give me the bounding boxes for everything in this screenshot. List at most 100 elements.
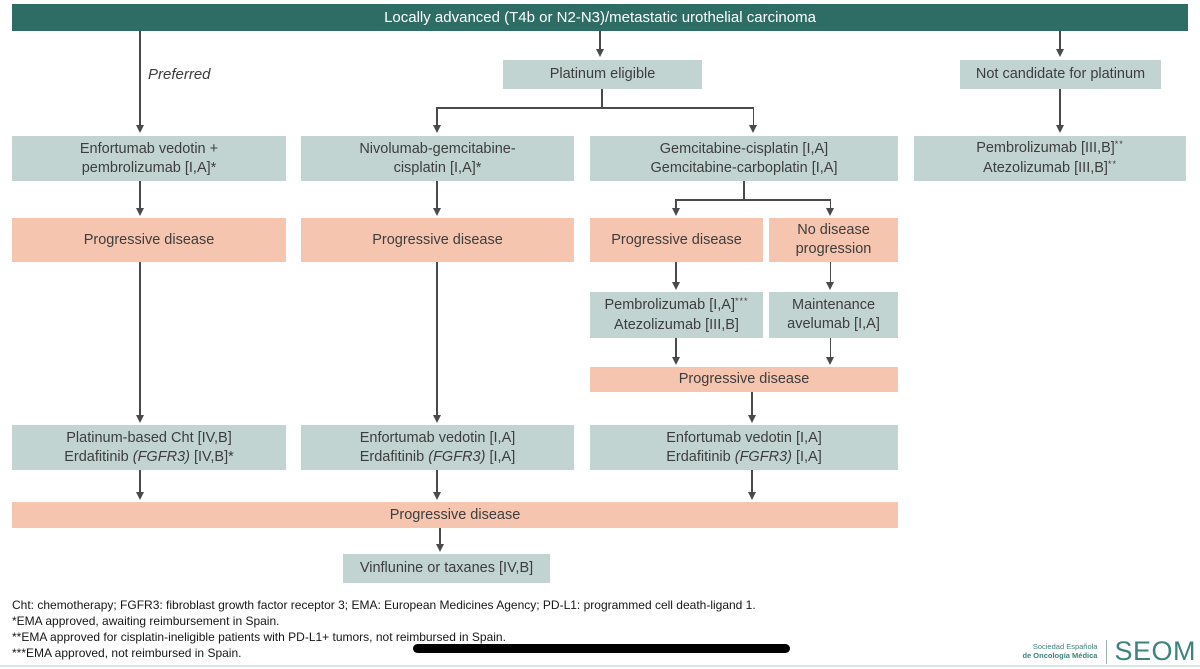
arrow-line-gemcis-prog xyxy=(675,199,677,209)
node-maintenance-avelumab: Maintenance avelumab [I,A] xyxy=(769,292,898,338)
node-progressive-disease-c: Progressive disease xyxy=(590,218,763,262)
bottom-rule xyxy=(0,665,1200,667)
node-text: Erdafitinib xyxy=(666,448,735,465)
superscript: ** xyxy=(1107,158,1117,169)
node-line: Erdafitinib (FGFR3) [IV,B]* xyxy=(64,448,234,467)
connector-stem-gemcis xyxy=(743,181,745,199)
arrowhead-avelumab-progcenter xyxy=(826,357,834,365)
node-line: progression xyxy=(795,241,872,257)
arrow-line-evb-progwide xyxy=(436,470,438,493)
footnote-three-star: ***EMA approved, not reimbursed in Spain… xyxy=(12,646,242,660)
node-no-disease-progression: No disease progression xyxy=(769,218,898,262)
node-line: No disease xyxy=(797,222,870,238)
footnote-one-star: *EMA approved, awaiting reimbursement in… xyxy=(12,614,280,628)
seom-acronym: SEOM xyxy=(1114,636,1196,666)
node-label: Vinflunine or taxanes [IV,B] xyxy=(359,560,534,576)
node-text: [I,A] xyxy=(485,448,516,465)
arrow-line-platcht-progwide xyxy=(139,470,141,493)
arrowhead-gemcis-nodisease xyxy=(826,208,834,216)
node-not-candidate-platinum: Not candidate for platinum xyxy=(960,60,1161,89)
arrowhead-b-prog xyxy=(432,208,441,216)
arrowhead-progc-pembro xyxy=(671,282,680,290)
node-pembrolizumab-atezolizumab-1l: Pembrolizumab [III,B]** Atezolizumab [II… xyxy=(914,136,1186,181)
superscript: ** xyxy=(1114,138,1124,149)
arrowhead-pembro-progcenter xyxy=(671,357,680,365)
node-line: Erdafitinib (FGFR3) [I,A] xyxy=(666,448,822,467)
node-text: Pembrolizumab [I,A] xyxy=(604,296,736,313)
node-line: Platinum-based Cht [IV,B] xyxy=(66,429,232,446)
logo-divider xyxy=(1106,639,1108,664)
node-line: Gemcitabine-cisplatin [I,A] xyxy=(659,140,829,157)
arrowhead-progwide-vinflunine xyxy=(435,544,444,552)
node-text: [IV,B]* xyxy=(189,448,234,465)
node-text: Erdafitinib xyxy=(64,448,133,465)
arrow-line-a-prog xyxy=(139,181,141,209)
node-line: cisplatin [I,A]* xyxy=(393,159,482,176)
redaction-bar xyxy=(413,644,790,653)
arrowhead-title-platinum xyxy=(595,49,604,57)
arrowhead-preferred xyxy=(135,125,144,133)
node-pembrolizumab-atezolizumab-2l: Pembrolizumab [I,A]*** Atezolizumab [III… xyxy=(590,292,763,338)
node-label: Not candidate for platinum xyxy=(975,66,1146,82)
node-gemcitabine-platinum: Gemcitabine-cisplatin [I,A] Gemcitabine-… xyxy=(590,136,898,181)
seom-org-line1: Sociedad Española xyxy=(1032,642,1098,651)
arrow-line-progb-evb xyxy=(436,262,438,416)
node-label: Progressive disease xyxy=(611,231,742,248)
node-label: Progressive disease xyxy=(372,231,503,248)
arrowhead-notcandidate-pembro xyxy=(1055,125,1064,133)
node-label: Progressive disease xyxy=(678,371,810,387)
node-line: pembrolizumab [I,A]* xyxy=(81,159,217,176)
connector-stem-platinum xyxy=(601,89,603,107)
arrow-line-progcenter-evc xyxy=(751,392,753,416)
node-line: avelumab [I,A] xyxy=(787,316,880,332)
node-label: Platinum eligible xyxy=(549,66,656,82)
node-line: Enfortumab vedotin [I,A] xyxy=(359,429,516,446)
node-nivolumab-gemcitabine-cisplatin: Nivolumab-gemcitabine- cisplatin [I,A]* xyxy=(301,136,574,181)
arrow-line-platinum-gemcis xyxy=(752,107,754,126)
node-line: Enfortumab vedotin [I,A] xyxy=(666,429,822,446)
arrowhead-a-prog xyxy=(135,208,144,216)
node-platinum-eligible: Platinum eligible xyxy=(503,60,702,89)
node-line: Pembrolizumab [I,A]*** xyxy=(604,296,748,316)
node-platinum-cht-erdafitinib: Platinum-based Cht [IV,B] Erdafitinib (F… xyxy=(12,425,286,470)
node-enfortumab-pembrolizumab: Enfortumab vedotin + pembrolizumab [I,A]… xyxy=(12,136,286,181)
node-text: Pembrolizumab [III,B] xyxy=(976,139,1115,156)
node-progressive-disease-center: Progressive disease xyxy=(590,367,898,392)
node-text-italic: (FGFR3) xyxy=(734,448,792,465)
arrowhead-progcenter-evc xyxy=(747,415,756,423)
seom-org-name: Sociedad Española de Oncología Médica xyxy=(1022,642,1098,660)
node-progressive-disease-wide: Progressive disease xyxy=(12,502,898,528)
node-progressive-disease-b: Progressive disease xyxy=(301,218,574,262)
arrowhead-proga-platcht xyxy=(135,415,144,423)
arrowhead-platinum-nivo xyxy=(432,125,441,133)
arrowhead-title-notcandidate xyxy=(1055,49,1064,57)
arrowhead-platinum-gemcis xyxy=(749,125,757,133)
node-progressive-disease-a: Progressive disease xyxy=(12,218,286,262)
node-line: Nivolumab-gemcitabine- xyxy=(359,140,516,157)
arrowhead-platcht-progwide xyxy=(135,492,144,500)
node-line: Pembrolizumab [III,B]** xyxy=(976,139,1124,159)
title-bar: Locally advanced (T4b or N2-N3)/metastat… xyxy=(12,4,1188,31)
node-line: Atezolizumab [III,B] xyxy=(614,316,739,333)
node-text: [I,A] xyxy=(791,448,822,465)
arrow-line-progc-pembro xyxy=(675,262,677,283)
node-line: Maintenance xyxy=(791,297,876,313)
arrowhead-nodisease-avelumab xyxy=(826,282,834,290)
arrow-line-notcandidate-pembro xyxy=(1059,89,1061,126)
arrow-line-gemcis-nodisease xyxy=(829,199,831,209)
arrow-line-nodisease-avelumab xyxy=(829,262,831,283)
node-vinflunine-taxanes: Vinflunine or taxanes [IV,B] xyxy=(343,554,550,583)
arrow-line-preferred xyxy=(139,31,141,126)
node-text: Erdafitinib xyxy=(359,448,429,465)
node-line: Erdafitinib (FGFR3) [I,A] xyxy=(360,448,516,467)
seom-logo: Sociedad Española de Oncología Médica SE… xyxy=(1022,636,1196,667)
node-enfortumab-erdafitinib-b: Enfortumab vedotin [I,A] Erdafitinib (FG… xyxy=(301,425,574,470)
footnote-two-star: **EMA approved for cisplatin-ineligible … xyxy=(12,630,506,644)
superscript: *** xyxy=(735,295,749,306)
arrow-line-platinum-nivo xyxy=(436,107,438,126)
node-line: Atezolizumab [III,B]** xyxy=(983,159,1117,179)
footnotes: Cht: chemotherapy; FGFR3: fibroblast gro… xyxy=(12,597,756,661)
arrow-line-pembro-progcenter xyxy=(675,338,677,358)
node-label: Progressive disease xyxy=(83,231,215,248)
